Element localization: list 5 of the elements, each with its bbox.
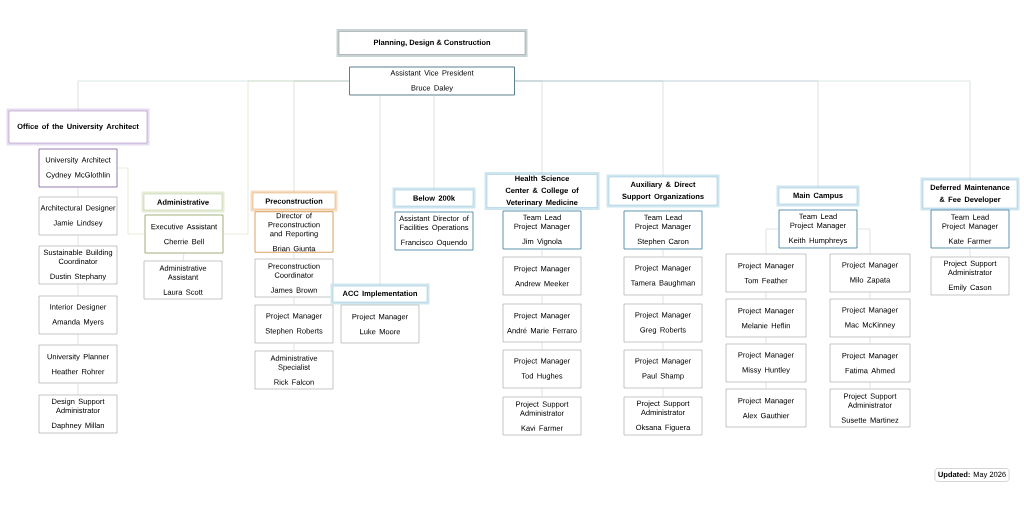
connector-line xyxy=(293,80,350,193)
connector-line xyxy=(514,80,971,180)
connector-line xyxy=(857,228,871,254)
connector-line xyxy=(765,228,779,254)
connector-line xyxy=(117,167,145,235)
